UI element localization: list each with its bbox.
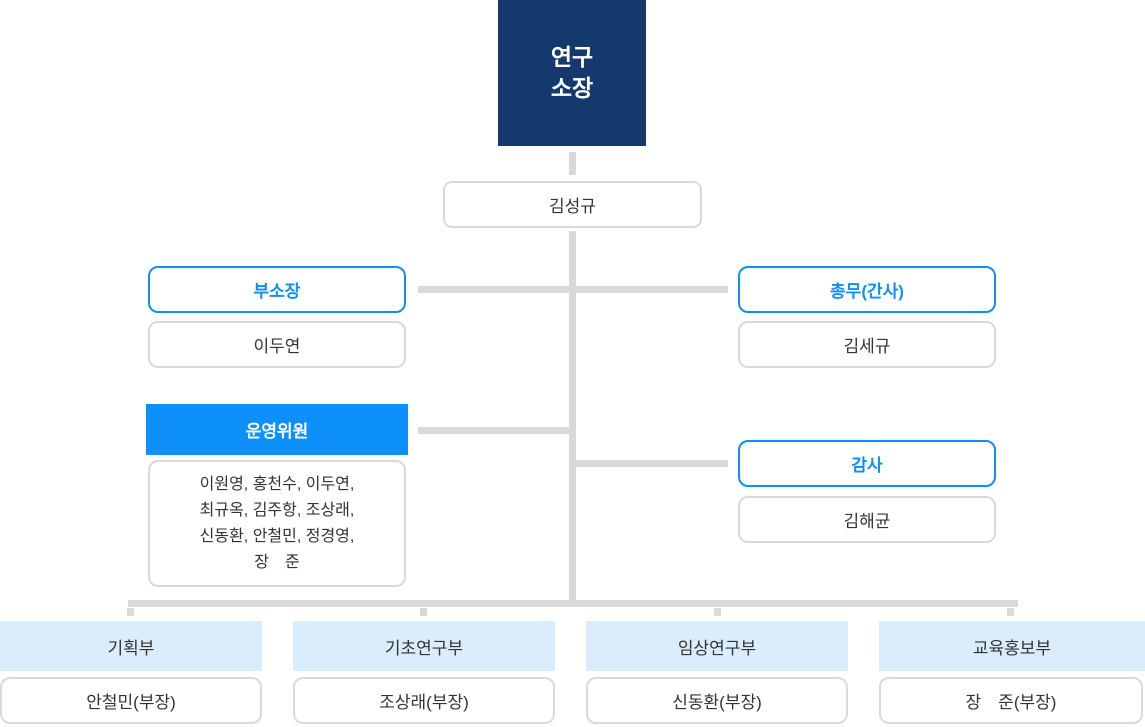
dept-basic-research-head: 조상래(부장): [379, 693, 469, 712]
dept-planning-title-box: 기획부: [0, 621, 262, 671]
director-name-box: 김성규: [443, 181, 702, 228]
connector-deputy-generalaffairs: [418, 286, 728, 293]
connector-auditor: [576, 460, 728, 467]
dept-clinical-research-title-box: 임상연구부: [586, 621, 848, 671]
dept-education-pr-head-box: 장 준(부장): [879, 677, 1143, 724]
dept-education-pr-title: 교육홍보부: [972, 638, 1052, 658]
steering-title: 운영위원: [245, 422, 309, 441]
dept-clinical-research-head: 신동환(부장): [672, 693, 762, 712]
general-affairs-name: 김세규: [843, 337, 891, 356]
dept-education-pr-head: 장 준(부장): [965, 693, 1057, 712]
connector-dept-stub-4: [1007, 608, 1014, 616]
connector-dept-stub-2: [420, 608, 427, 616]
dept-clinical-research-title: 임상연구부: [677, 638, 757, 658]
general-affairs-name-box: 김세규: [738, 321, 996, 368]
dept-planning-title: 기획부: [107, 638, 155, 658]
connector-director-stub: [569, 152, 576, 175]
general-affairs-title-box: 총무(간사): [738, 266, 996, 313]
steering-members-box: 이원영, 홍천수, 이두연, 최규옥, 김주항, 조상래, 신동환, 안철민, …: [148, 460, 406, 587]
connector-departments-horizontal: [128, 600, 1018, 607]
connector-dept-stub-3: [714, 608, 721, 616]
auditor-name: 김해균: [843, 512, 891, 531]
steering-title-box: 운영위원: [146, 404, 408, 455]
deputy-title-box: 부소장: [148, 266, 406, 313]
dept-education-pr-title-box: 교육홍보부: [879, 621, 1145, 671]
deputy-name: 이두연: [253, 337, 301, 356]
deputy-name-box: 이두연: [148, 321, 406, 368]
dept-basic-research-title-box: 기초연구부: [293, 621, 555, 671]
auditor-title-box: 감사: [738, 440, 996, 487]
dept-basic-research-head-box: 조상래(부장): [293, 677, 555, 724]
director-title-box: 연구 소장: [498, 0, 646, 146]
connector-vertical-main: [569, 231, 576, 607]
connector-dept-stub-1: [127, 608, 134, 616]
dept-clinical-research-head-box: 신동환(부장): [586, 677, 848, 724]
auditor-name-box: 김해균: [738, 496, 996, 543]
general-affairs-title: 총무(간사): [830, 282, 904, 301]
director-title: 연구 소장: [550, 44, 594, 101]
dept-planning-head-box: 안철민(부장): [0, 677, 262, 724]
auditor-title: 감사: [851, 456, 883, 475]
connector-steering: [418, 427, 576, 434]
deputy-title: 부소장: [253, 282, 301, 301]
dept-basic-research-title: 기초연구부: [384, 638, 464, 658]
director-name: 김성규: [549, 197, 596, 216]
dept-planning-head: 안철민(부장): [86, 693, 176, 712]
steering-members: 이원영, 홍천수, 이두연, 최규옥, 김주항, 조상래, 신동환, 안철민, …: [199, 475, 355, 571]
